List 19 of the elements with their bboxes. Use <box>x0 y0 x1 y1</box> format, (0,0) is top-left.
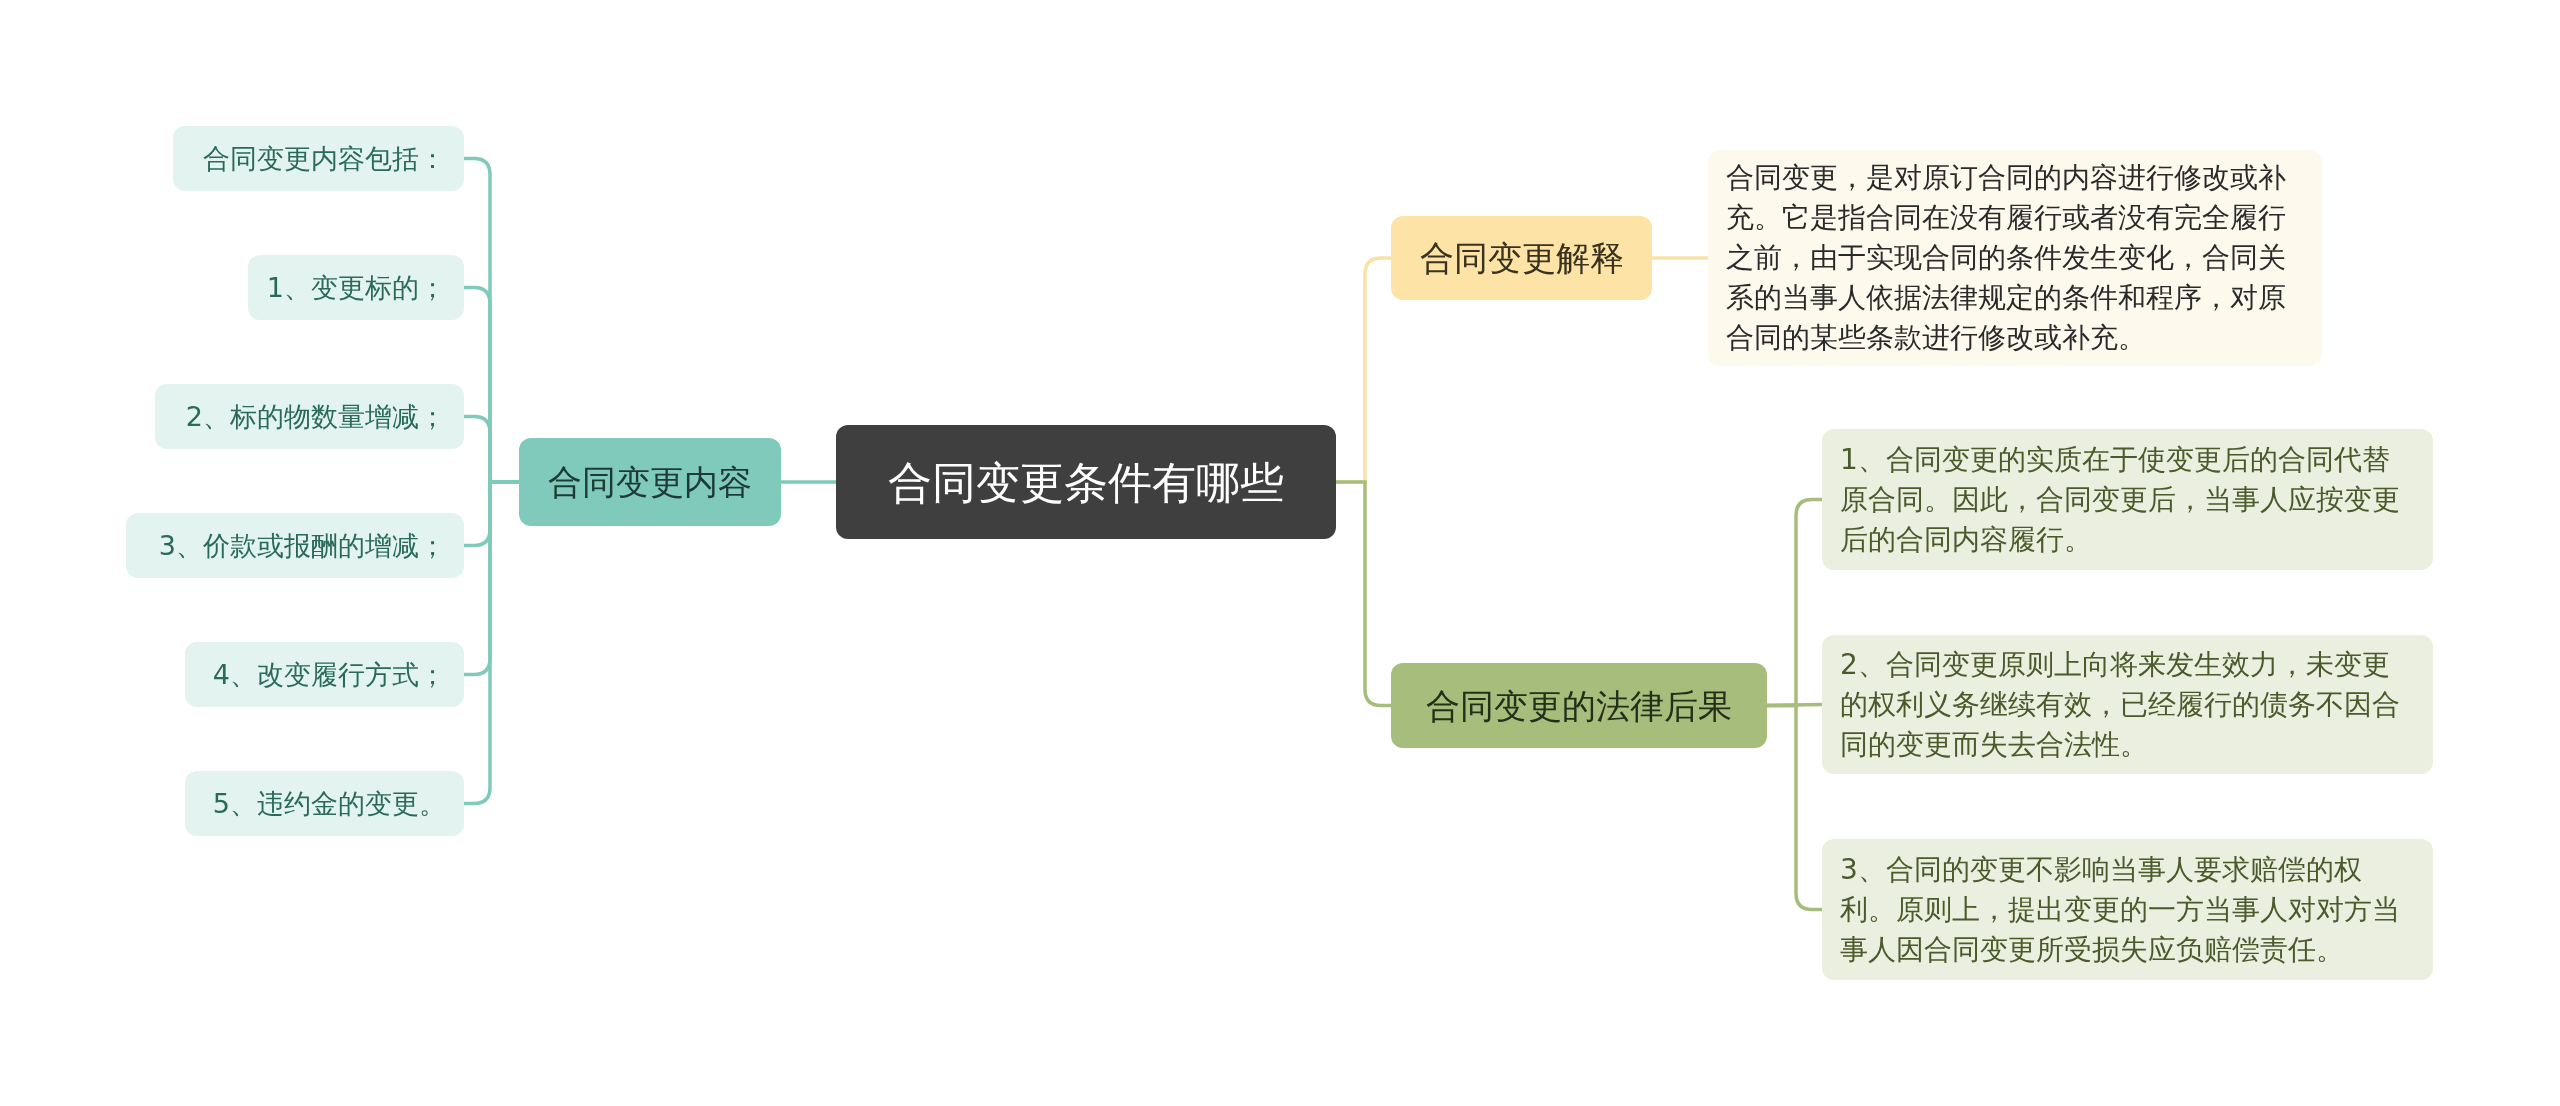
topic-box: 合同变更解释 <box>1391 216 1652 300</box>
subtopic-box: 2、标的物数量增减； <box>155 384 464 449</box>
topic-box: 合同变更的法律后果 <box>1391 663 1767 748</box>
connector-line <box>781 480 836 484</box>
subtopic-box: 3、价款或报酬的增减； <box>126 513 464 578</box>
central-topic-box: 合同变更条件有哪些 <box>836 425 1336 539</box>
topic-box: 合同变更内容 <box>519 438 781 526</box>
subtopic-box: 5、违约金的变更。 <box>185 771 464 836</box>
note-box: 合同变更，是对原订合同的内容进行修改或补充。它是指合同在没有履行或者没有完全履行之前，由于实现合同的条件发生变化，合同关系的当事人依据法律规定的条件和程序，对原合同的某些条款进行修改或补充。 <box>1708 150 2322 366</box>
subtopic-box: 1、合同变更的实质在于使变更后的合同代替原合同。因此，合同变更后，当事人应按变更后的合同内容履行。 <box>1822 429 2433 570</box>
connector-line <box>1767 703 1822 912</box>
subtopic-box: 合同变更内容包括： <box>173 126 464 191</box>
connector-line <box>1336 480 1391 708</box>
subtopic-box: 1、变更标的； <box>248 255 464 320</box>
subtopic-box: 2、合同变更原则上向将来发生效力，未变更的权利义务继续有效，已经履行的债务不因合同的变更而失去合法性。 <box>1822 635 2433 774</box>
connector-line <box>464 480 519 806</box>
subtopic-box: 3、合同的变更不影响当事人要求赔偿的权利。原则上，提出变更的一方当事人对对方当事人因合同变更所受损失应负赔偿责任。 <box>1822 839 2433 980</box>
connector-line <box>1652 256 1708 260</box>
subtopic-box: 4、改变履行方式； <box>185 642 464 707</box>
